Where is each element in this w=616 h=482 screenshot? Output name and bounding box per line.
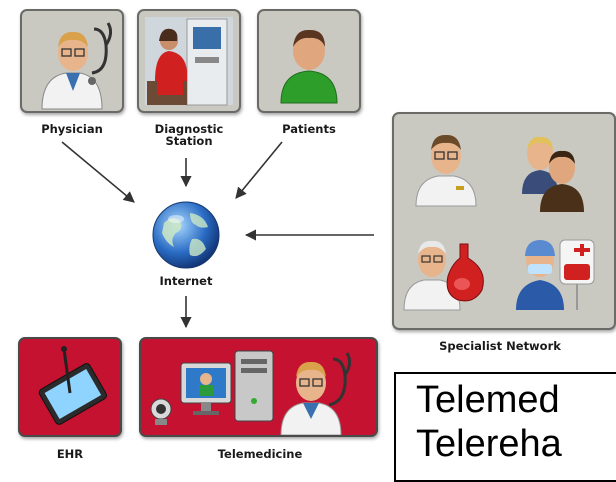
specialists-group <box>403 134 595 311</box>
arrow-physician-to-internet <box>61 141 135 203</box>
ehr-tile <box>18 337 122 437</box>
tablet-icon <box>38 346 108 425</box>
telemedicine-tile <box>139 337 378 437</box>
caption-line-1: Telemed <box>416 379 560 421</box>
physician-icon <box>41 22 113 110</box>
patients-label: Patients <box>282 122 336 136</box>
diagnostic-station-label: Diagnostic Station <box>154 122 224 148</box>
internet-label: Internet <box>159 274 213 288</box>
monitor-icon <box>180 362 232 415</box>
diagnostic-station-photo <box>145 17 233 106</box>
specialist-pair-icon <box>522 136 584 212</box>
doctor-stethoscope-icon <box>280 352 352 435</box>
telemedicine-scene <box>150 350 352 435</box>
physician-label: Physician <box>41 122 103 136</box>
specialist-network-label: Specialist Network <box>439 339 561 353</box>
webcam-icon <box>150 398 172 425</box>
patient-icon <box>280 29 338 104</box>
caption-box: Telemed Telereha <box>394 372 616 482</box>
caption-line-2: Telereha <box>416 423 562 465</box>
diagnostic-station-tile <box>137 9 241 113</box>
globe-icon <box>152 201 220 269</box>
connector-arrows <box>61 141 374 329</box>
ehr-label: EHR <box>56 447 84 461</box>
telemedicine-label: Telemedicine <box>217 447 303 461</box>
physician-tile <box>20 9 124 113</box>
specialist-surgeon-icon <box>516 239 595 310</box>
specialist-network-tile <box>392 112 616 330</box>
arrow-patients-to-internet <box>235 141 283 199</box>
specialist-lab-icon <box>403 240 484 311</box>
specialist-doctor-icon <box>415 134 477 207</box>
computer-tower-icon <box>234 350 274 422</box>
patients-tile <box>257 9 361 113</box>
